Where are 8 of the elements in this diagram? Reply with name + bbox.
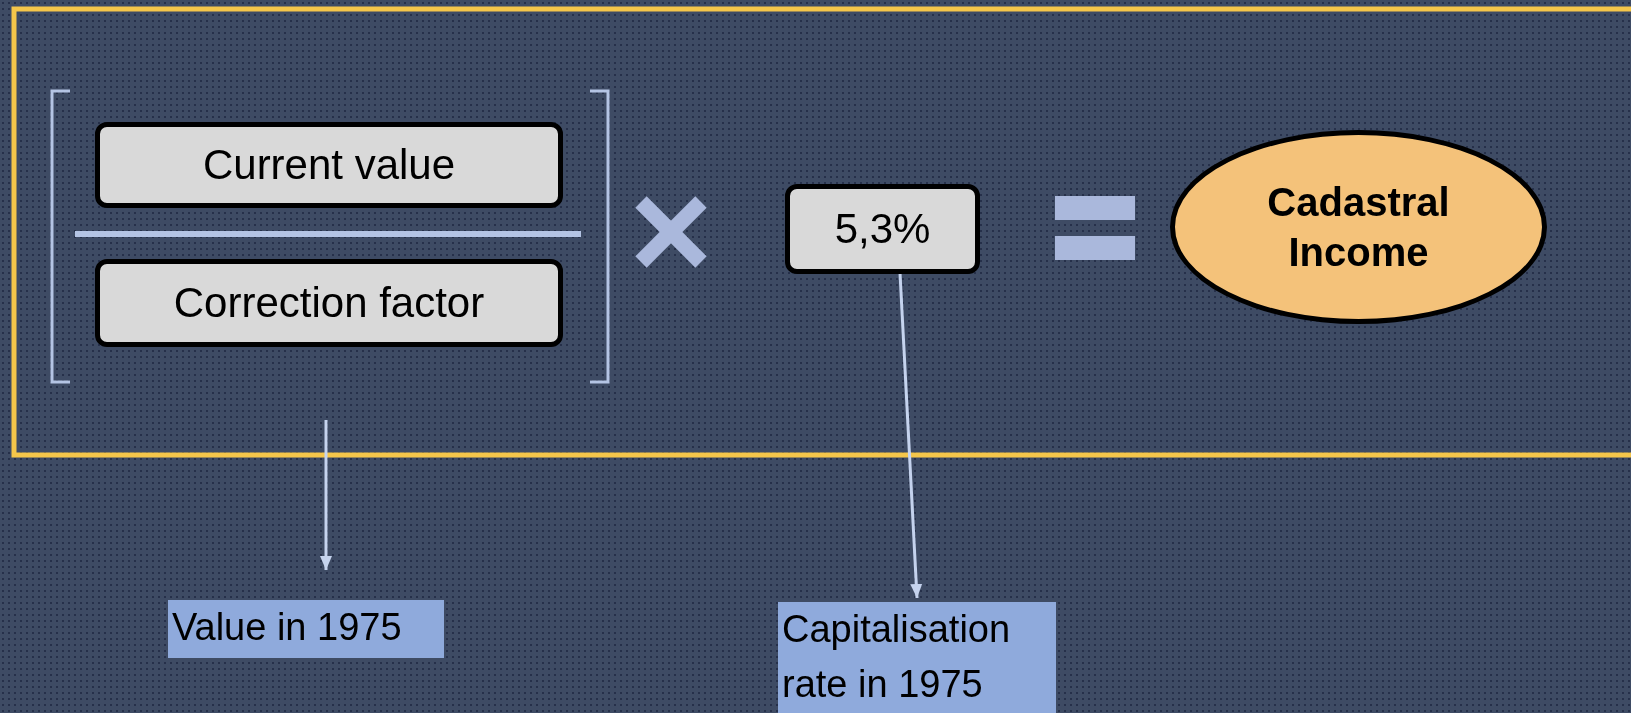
arrow (320, 420, 332, 570)
value-box: Correction factor (95, 259, 563, 347)
note-label: Capitalisation rate in 1975 (778, 602, 1056, 713)
rate-box: 5,3% (785, 184, 980, 274)
result-ellipse: Cadastral Income (1170, 130, 1547, 324)
arrow (898, 273, 923, 599)
value-box: Current value (95, 122, 563, 208)
note-label: Value in 1975 (168, 600, 444, 658)
